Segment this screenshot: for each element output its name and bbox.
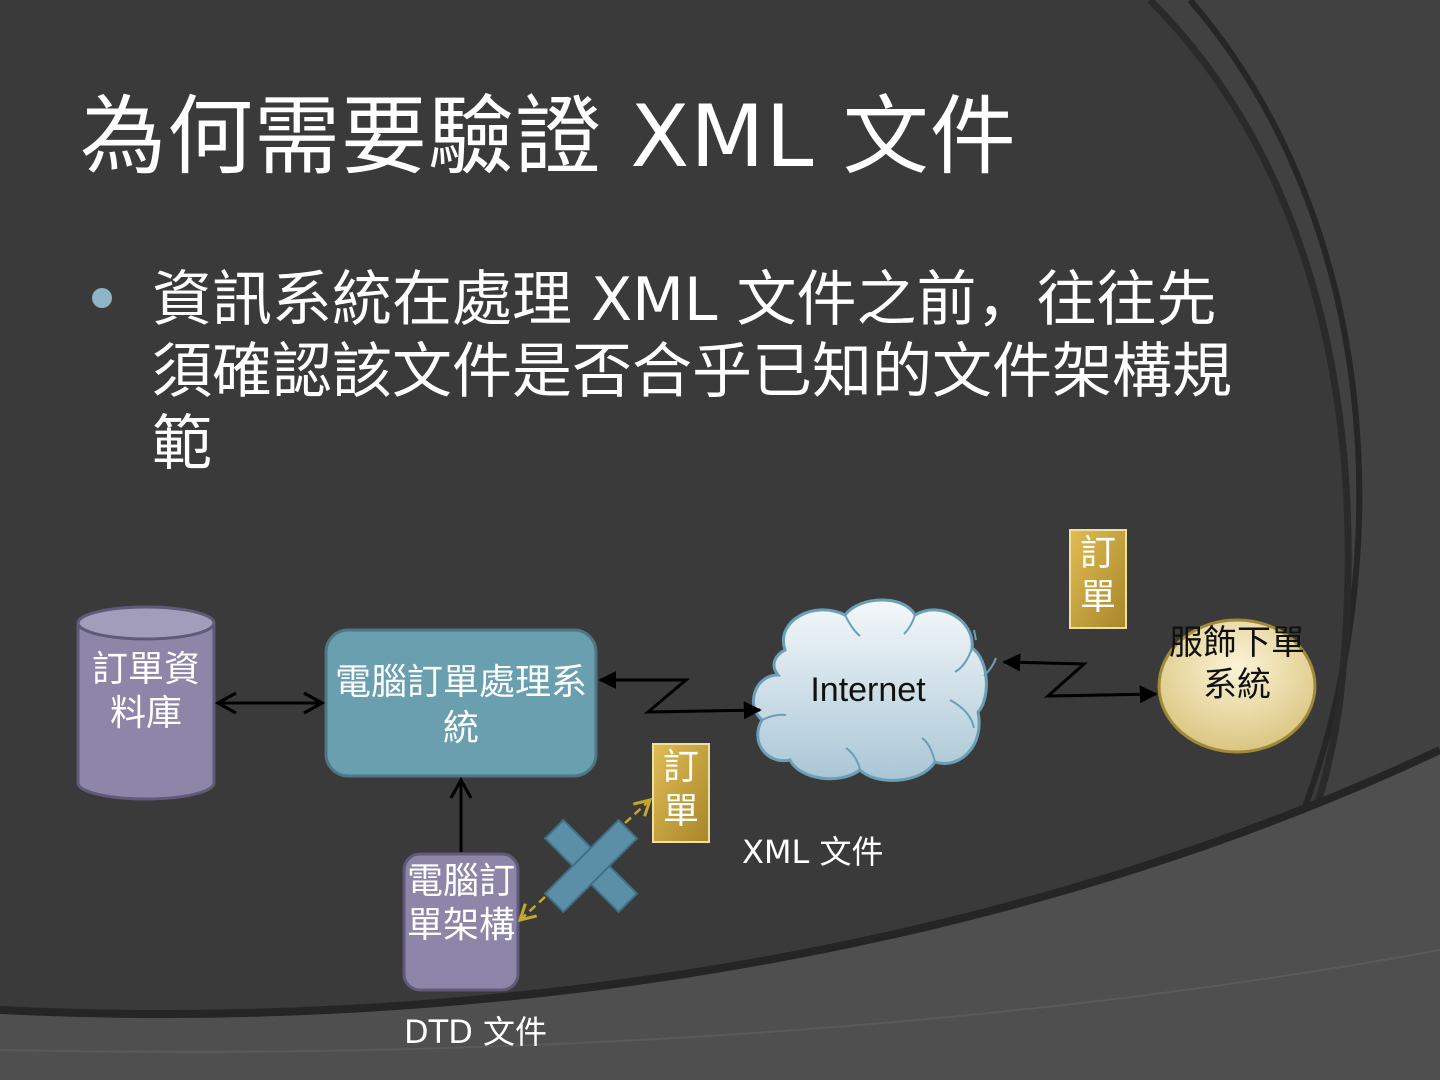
schema-label: 電腦訂單架構 <box>406 861 515 946</box>
slide-title: 為何需要驗證 XML 文件 <box>80 87 1017 187</box>
bullet-marker <box>92 288 112 308</box>
xml-document-caption: XML 文件 <box>742 833 884 871</box>
order-system-label: 電腦訂單處理系統 <box>334 662 587 749</box>
order-document-top-label: 訂單 <box>1079 533 1116 618</box>
order-document-mid-label: 訂單 <box>662 747 699 832</box>
internet-cloud <box>751 598 997 782</box>
client-system-label: 服飾下單系統 <box>1169 623 1305 705</box>
validation-failed-cross-icon <box>543 818 639 914</box>
bullet-text: 資訊系統在處理 XML 文件之前，往往先須確認該文件是否合乎已知的文件架構規範 <box>152 265 1232 479</box>
client-system-circle <box>1157 618 1317 754</box>
order-system-box <box>324 628 598 778</box>
database-cylinder <box>76 605 216 801</box>
internet-label: Internet <box>810 671 926 709</box>
database-label: 訂單資料庫 <box>91 649 200 734</box>
system-internet-link <box>598 671 762 720</box>
order-document-mid <box>652 743 710 843</box>
invalid-validation-arrow <box>517 797 653 923</box>
order-document-top <box>1069 529 1127 629</box>
dtd-document-caption: DTD 文件 <box>404 1013 548 1051</box>
internet-client-link <box>1002 653 1158 704</box>
